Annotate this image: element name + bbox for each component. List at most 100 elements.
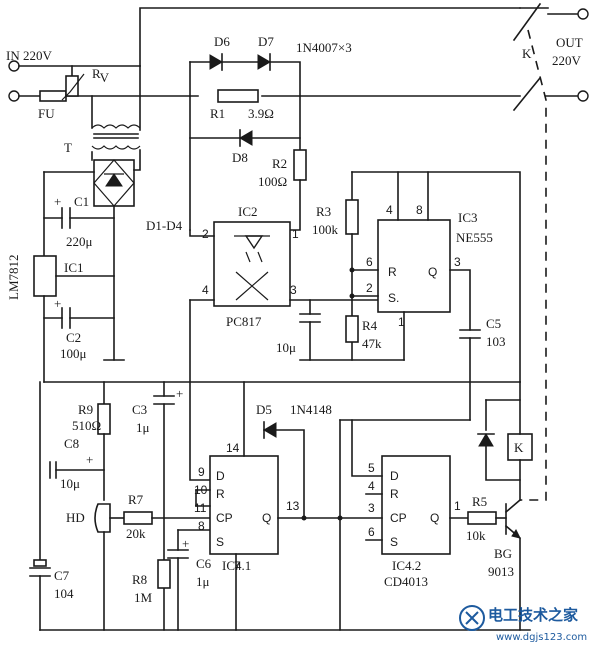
ic1-regulator bbox=[33, 255, 57, 297]
ic42-r: R bbox=[390, 487, 399, 501]
c8-plus: + bbox=[86, 452, 93, 467]
c6-label: C6 bbox=[196, 556, 212, 571]
r5-value: 10k bbox=[466, 528, 486, 543]
ic41-box bbox=[209, 455, 279, 555]
c7-value: 104 bbox=[54, 586, 74, 601]
sensor-section: C7 104 R9 510Ω C8 10μ + HD R7 20k + C3 1… bbox=[29, 381, 212, 631]
d8-label: D8 bbox=[232, 150, 248, 165]
hd-label: HD bbox=[66, 510, 85, 525]
r7-label: R7 bbox=[128, 492, 144, 507]
ic41-q: Q bbox=[262, 511, 271, 525]
c6-value: 1μ bbox=[196, 574, 210, 589]
fuse-label: FU bbox=[38, 106, 55, 121]
c7-label: C7 bbox=[54, 568, 70, 583]
r1-label: R1 bbox=[210, 106, 225, 121]
watermark-logo-icon bbox=[459, 605, 485, 631]
mains-input: IN 220V FU RV T bbox=[6, 7, 521, 155]
relay-link bbox=[520, 29, 547, 501]
d6-diode bbox=[209, 54, 223, 70]
r2-label: R2 bbox=[272, 156, 287, 171]
ic41-r: R bbox=[216, 487, 225, 501]
r3-value: 100k bbox=[312, 222, 339, 237]
ic42-d: D bbox=[390, 469, 399, 483]
ic3-pin-2: 2 bbox=[366, 281, 373, 295]
bridge-label: D1-D4 bbox=[146, 218, 183, 233]
output-label-2: 220V bbox=[552, 53, 582, 68]
transformer-secondary bbox=[91, 145, 141, 150]
relay-coil-label: K bbox=[514, 440, 524, 455]
relay-contacts: OUT 220V K bbox=[261, 2, 589, 501]
power-supply: D1-D4 + C1 220μ IC1 LM7812 + C2 100μ bbox=[6, 149, 183, 383]
ic42-label: IC4.2 bbox=[392, 558, 421, 573]
relay-switch-label: K bbox=[522, 46, 532, 61]
ic42-box bbox=[381, 455, 451, 555]
ic41-pin-14: 14 bbox=[226, 441, 240, 455]
c1-value: 220μ bbox=[66, 234, 93, 249]
transformer-primary bbox=[91, 124, 141, 129]
watermark-url: www.dgjs123.com bbox=[496, 632, 587, 643]
ic42-q: Q bbox=[430, 511, 439, 525]
ic2-pin-3: 3 bbox=[290, 283, 297, 297]
regulator-label: LM7812 bbox=[6, 255, 21, 301]
ic2-pin-1: 1 bbox=[292, 227, 299, 241]
ic2-optocoupler: IC2 2 1 4 3 PC817 bbox=[189, 204, 381, 481]
ic3-r-label: R bbox=[388, 265, 397, 279]
ic41-pin-8: 8 bbox=[198, 519, 205, 533]
ic41-pin-9: 9 bbox=[198, 465, 205, 479]
r8-resistor bbox=[157, 559, 171, 589]
c5-label: C5 bbox=[486, 316, 501, 331]
output-label-1: OUT bbox=[556, 35, 583, 50]
relay-driver: R5 10k BG 9013 K bbox=[466, 381, 533, 631]
output-terminal-bottom bbox=[577, 90, 589, 102]
r2-resistor bbox=[293, 149, 307, 181]
r8-value: 1M bbox=[134, 590, 153, 605]
ic42-pin-1: 1 bbox=[454, 499, 461, 513]
r3-resistor bbox=[345, 199, 359, 235]
ic41-cp: CP bbox=[216, 511, 233, 525]
ic42-pin-6: 6 bbox=[368, 525, 375, 539]
ic42-s: S bbox=[390, 535, 398, 549]
r8-label: R8 bbox=[132, 572, 147, 587]
site-watermark: 电工技术之家 www.dgjs123.com bbox=[459, 605, 587, 643]
varistor-rv bbox=[65, 75, 79, 97]
r1-resistor bbox=[217, 89, 259, 103]
ic3-label: IC3 bbox=[458, 210, 478, 225]
ic41-pin-7: 7 bbox=[234, 559, 241, 573]
ic1-label: IC1 bbox=[64, 260, 84, 275]
ic41-pin-11: 11 bbox=[194, 501, 207, 515]
r1-value: 3.9Ω bbox=[248, 106, 274, 121]
ic2-pin-2: 2 bbox=[202, 227, 209, 241]
c3-label: C3 bbox=[132, 402, 147, 417]
hd-sensor bbox=[94, 503, 111, 533]
d8-diode bbox=[239, 130, 253, 146]
input-label: IN 220V bbox=[6, 48, 52, 63]
ic41-d: D bbox=[216, 469, 225, 483]
ic3-box bbox=[377, 219, 451, 313]
ic3-ne555: IC3 NE555 4 8 R3 100k 6 2 R S. Q 3 1 10μ… bbox=[276, 171, 521, 421]
d5-diode: D5 1N4148 bbox=[256, 402, 332, 519]
ic42-pin-5: 5 bbox=[368, 461, 375, 475]
ic3-s-label: S. bbox=[388, 291, 399, 305]
bg-type: 9013 bbox=[488, 564, 514, 579]
ic3-pin-4: 4 bbox=[386, 203, 393, 217]
ic3-pin-3: 3 bbox=[454, 255, 461, 269]
ic42-pin-4: 4 bbox=[368, 479, 375, 493]
r2-value: 100Ω bbox=[258, 174, 287, 189]
r4-resistor bbox=[345, 315, 359, 343]
r5-label: R5 bbox=[472, 494, 487, 509]
ic3-pin-1: 1 bbox=[398, 315, 405, 329]
ic4-1-flipflop: IC4.1 14 9 10 11 8 13 7 D R CP S Q bbox=[194, 381, 341, 631]
c1-plus: + bbox=[54, 194, 61, 209]
ic2-label: IC2 bbox=[238, 204, 258, 219]
r9-label: R9 bbox=[78, 402, 93, 417]
d6-label: D6 bbox=[214, 34, 230, 49]
ic41-pin-13: 13 bbox=[286, 499, 300, 513]
ic2-type-label: PC817 bbox=[226, 314, 262, 329]
varistor-label: RV bbox=[92, 66, 110, 85]
c2-label: C2 bbox=[66, 330, 81, 345]
d7-label: D7 bbox=[258, 34, 274, 49]
watermark-site: 电工技术之家 bbox=[488, 606, 578, 624]
ic3-pin-8: 8 bbox=[416, 203, 423, 217]
d5-type: 1N4148 bbox=[290, 402, 332, 417]
